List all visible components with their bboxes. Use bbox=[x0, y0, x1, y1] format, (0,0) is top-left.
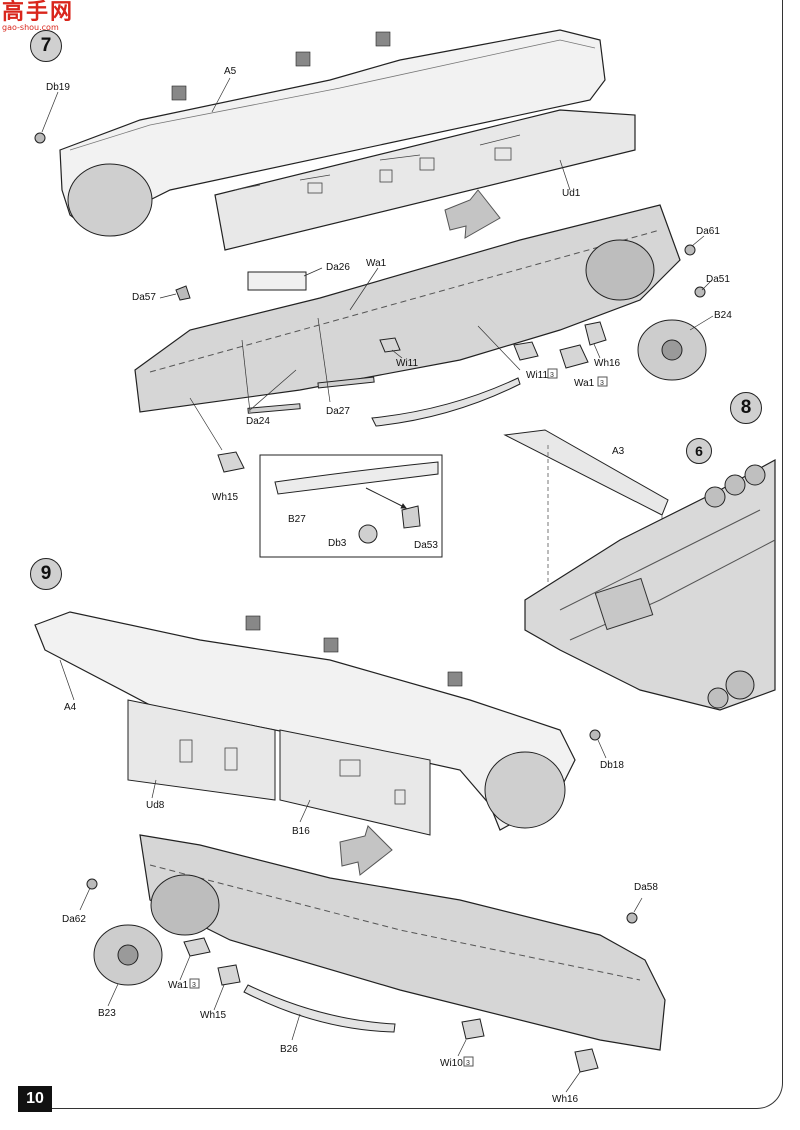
label-da53: Da53 bbox=[414, 540, 438, 551]
glue-icon bbox=[447, 671, 463, 687]
step-7-badge: 7 bbox=[30, 30, 62, 62]
part-ud1 bbox=[214, 109, 636, 251]
label-wh16-top: Wh16 bbox=[594, 358, 621, 369]
part-da58 bbox=[626, 912, 638, 924]
label-wi11-b: Wi11 bbox=[526, 370, 548, 381]
part-da24 bbox=[247, 403, 301, 414]
label-wh15-bottom: Wh15 bbox=[200, 1010, 227, 1021]
part-wi11-b bbox=[513, 341, 539, 361]
qty-badge-wi10: 3 bbox=[466, 1060, 470, 1067]
label-ud8: Ud8 bbox=[146, 800, 165, 811]
part-da27 bbox=[317, 376, 375, 389]
step-6-reference-badge: 6 bbox=[686, 438, 712, 464]
part-da62 bbox=[86, 878, 98, 890]
hull-assembly-step8 bbox=[524, 458, 776, 711]
label-da24: Da24 bbox=[246, 416, 270, 427]
assembly-arrow-step9 bbox=[339, 825, 393, 876]
part-da61 bbox=[684, 244, 696, 256]
hull-wheel-housing-step7 bbox=[585, 239, 655, 301]
qty-badge-wa1-bottom: 3 bbox=[192, 982, 196, 989]
part-da57 bbox=[175, 285, 191, 301]
label-b27: B27 bbox=[288, 514, 306, 525]
part-db3 bbox=[358, 524, 378, 544]
glue-icon bbox=[295, 51, 311, 67]
step-9-badge: 9 bbox=[30, 558, 62, 590]
part-a3 bbox=[503, 429, 669, 516]
part-b26-track-guard bbox=[243, 984, 396, 1033]
label-a3: A3 bbox=[612, 446, 625, 457]
label-wa1-b: Wa1 bbox=[574, 378, 595, 389]
part-b27-track-guard bbox=[371, 377, 521, 427]
label-wi11-a: Wi11 bbox=[396, 358, 418, 369]
watermark-logo: 高手网 gao-shou.com bbox=[2, 2, 74, 32]
label-b16: B16 bbox=[292, 826, 310, 837]
label-wi10: Wi10 bbox=[440, 1058, 463, 1069]
part-hull-side-step9 bbox=[139, 834, 666, 1051]
qty-badge-wi11-b: 3 bbox=[550, 372, 554, 379]
part-da53 bbox=[401, 505, 421, 529]
part-b16 bbox=[279, 729, 431, 836]
hull-wheel-housing-step9 bbox=[150, 874, 220, 936]
step-8-badge: 8 bbox=[730, 392, 762, 424]
watermark-text: 高手网 bbox=[2, 0, 75, 25]
label-b23: B23 bbox=[98, 1008, 116, 1019]
part-da26 bbox=[247, 271, 307, 291]
label-da62: Da62 bbox=[62, 914, 86, 925]
label-wa1-bottom: Wa1 bbox=[168, 980, 189, 991]
part-db18 bbox=[589, 729, 601, 741]
part-wi10 bbox=[461, 1018, 485, 1040]
glue-icon bbox=[245, 615, 261, 631]
label-ud1: Ud1 bbox=[562, 188, 581, 199]
label-b24: B24 bbox=[714, 310, 732, 321]
label-db19: Db19 bbox=[46, 82, 70, 93]
label-db18: Db18 bbox=[600, 760, 624, 771]
label-b26: B26 bbox=[280, 1044, 298, 1055]
label-da26: Da26 bbox=[326, 262, 350, 273]
label-da51: Da51 bbox=[706, 274, 730, 285]
part-wh15-bottom bbox=[217, 964, 241, 986]
label-wh15-top: Wh15 bbox=[212, 492, 239, 503]
label-wh16-bottom: Wh16 bbox=[552, 1094, 579, 1105]
label-db3: Db3 bbox=[328, 538, 347, 549]
part-wi11-a bbox=[379, 337, 401, 353]
label-da27: Da27 bbox=[326, 406, 350, 417]
part-wh16-top bbox=[584, 321, 607, 346]
watermark-url: gao-shou.com bbox=[2, 23, 59, 32]
part-wa1-bottom bbox=[183, 937, 211, 957]
label-da58: Da58 bbox=[634, 882, 658, 893]
part-ud8 bbox=[127, 699, 276, 801]
part-db19 bbox=[34, 132, 46, 144]
part-hull-side-step7 bbox=[134, 204, 681, 413]
label-wa1-top: Wa1 bbox=[366, 258, 387, 269]
page-frame bbox=[22, 0, 783, 1109]
glue-icon bbox=[323, 637, 339, 653]
part-wa1-b bbox=[559, 344, 589, 369]
part-wh15-top bbox=[217, 451, 245, 473]
label-a4: A4 bbox=[64, 702, 77, 713]
part-wh16-bottom bbox=[574, 1048, 599, 1073]
a4-sprocket-housing bbox=[484, 751, 566, 829]
label-a5: A5 bbox=[224, 66, 237, 77]
glue-icon bbox=[171, 85, 187, 101]
label-da61: Da61 bbox=[696, 226, 720, 237]
a5-sprocket-housing bbox=[67, 163, 153, 237]
label-da57: Da57 bbox=[132, 292, 156, 303]
qty-badge-wa1-b: 3 bbox=[600, 380, 604, 387]
glue-icon bbox=[375, 31, 391, 47]
assembly-arrow-step7 bbox=[444, 189, 501, 239]
page-number: 10 bbox=[18, 1086, 52, 1112]
